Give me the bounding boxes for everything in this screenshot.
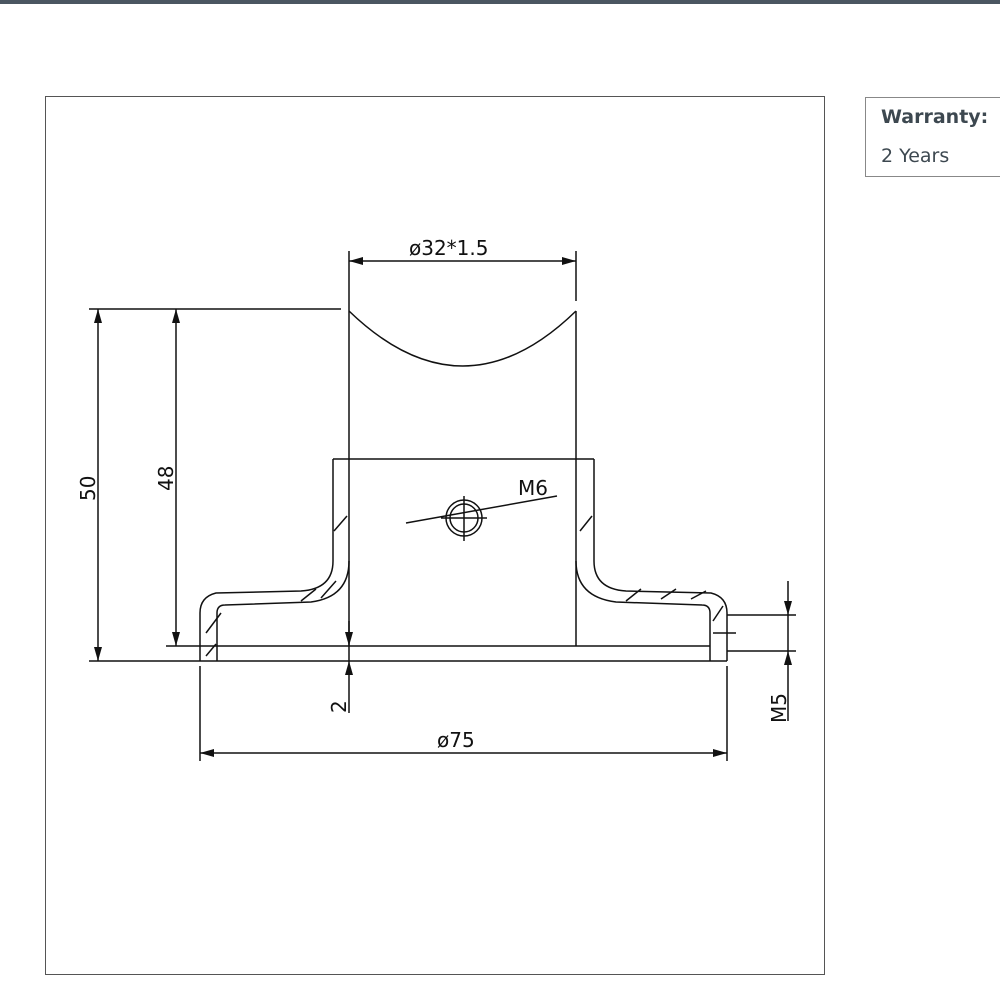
tube-diameter-label: ø32*1.5 — [409, 236, 489, 260]
height-dim-lines — [89, 308, 341, 661]
arrow — [784, 651, 792, 665]
mount-screw-dim — [713, 581, 796, 721]
tube-dim-line — [348, 251, 577, 311]
arrow — [345, 632, 353, 646]
tube-saddle-cut — [348, 310, 577, 367]
base-diameter-label: ø75 — [437, 728, 475, 752]
arrow — [200, 749, 214, 757]
tube-outline — [348, 311, 577, 646]
arrow — [713, 749, 727, 757]
base-thickness-label: 2 — [327, 700, 351, 713]
arrow — [349, 257, 363, 265]
base-lines — [89, 645, 727, 662]
set-screw-label: M6 — [518, 476, 548, 500]
base-diameter-dim — [199, 666, 728, 761]
arrow — [94, 647, 102, 661]
arrow — [345, 661, 353, 675]
warranty-label: Warranty: — [881, 106, 989, 128]
set-screw-leader — [405, 495, 558, 541]
arrow — [94, 309, 102, 323]
warranty-box: Warranty: 2 Years — [865, 97, 1000, 177]
arrow — [562, 257, 576, 265]
hatching — [205, 515, 724, 657]
mount-screw-label: M5 — [767, 693, 791, 723]
height-total-label: 50 — [76, 476, 100, 501]
body-left-section — [199, 459, 350, 661]
body-right-section — [575, 459, 728, 661]
arrow — [172, 309, 180, 323]
technical-drawing: M6 ø32*1.5 50 48 2 ø75 M5 — [45, 96, 825, 975]
arrow — [784, 601, 792, 615]
warranty-value: 2 Years — [881, 145, 950, 167]
height-inner-label: 48 — [154, 466, 178, 491]
top-bar — [0, 0, 1000, 4]
arrow — [172, 632, 180, 646]
